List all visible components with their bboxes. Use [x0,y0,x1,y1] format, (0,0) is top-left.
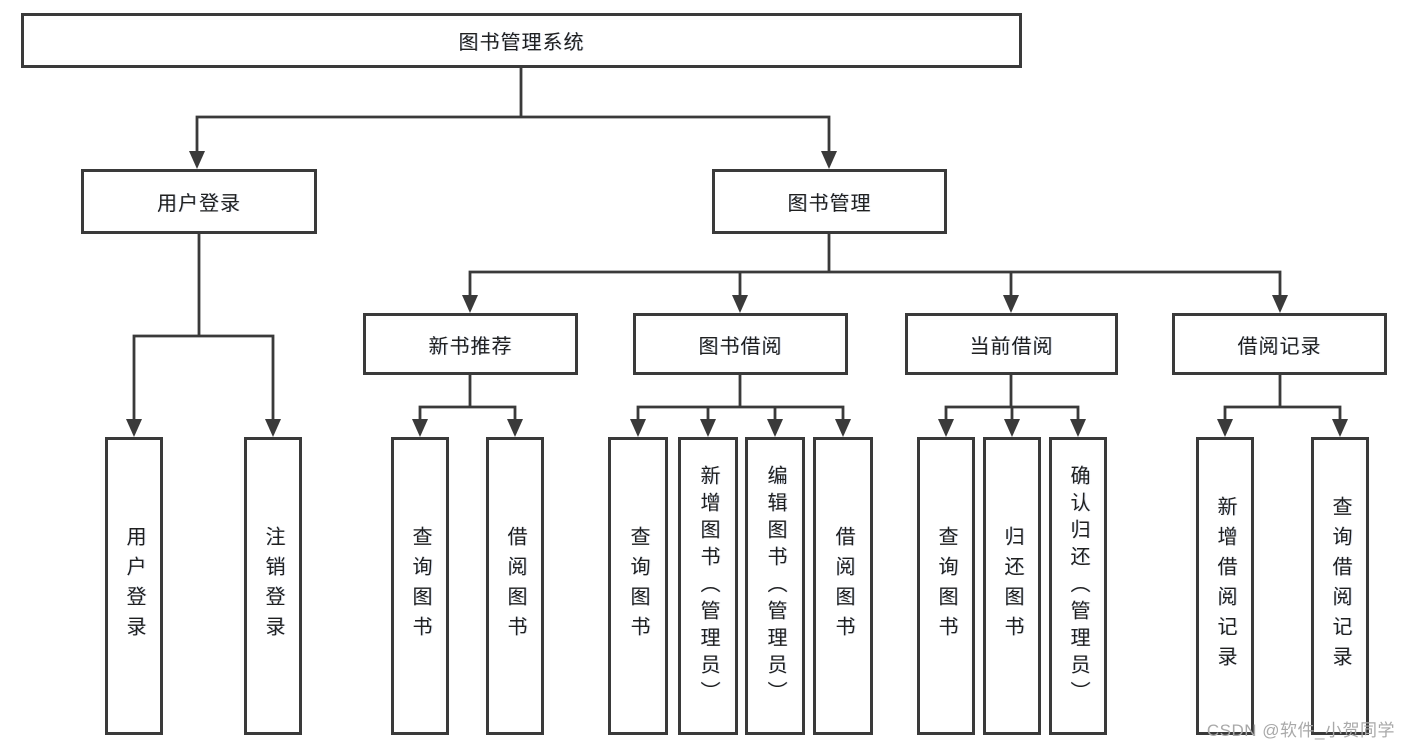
node-leaf-bb-edit-book: 编辑图书（管理员） [745,437,805,735]
node-leaf-user-login: 用户登录 [105,437,163,735]
node-leaf-nb-query-book: 查询图书 [391,437,449,735]
node-leaf-logout-label: 注销登录 [262,526,284,646]
node-leaf-bb-query-book-label: 查询图书 [627,526,649,646]
node-leaf-bb-borrow-book: 借阅图书 [813,437,873,735]
node-borrow-records: 借阅记录 [1172,313,1387,375]
node-leaf-cb-query-book-label: 查询图书 [935,526,957,646]
node-leaf-bb-add-book-label: 新增图书（管理员） [697,464,719,708]
node-user-login-label: 用户登录 [157,193,241,215]
node-leaf-br-query-record: 查询借阅记录 [1311,437,1369,735]
node-leaf-bb-edit-book-label: 编辑图书（管理员） [764,464,786,708]
node-leaf-cb-confirm-return: 确认归还（管理员） [1049,437,1107,735]
node-new-book-recommend: 新书推荐 [363,313,578,375]
node-book-management-label: 图书管理 [787,193,872,215]
node-leaf-br-query-record-label: 查询借阅记录 [1329,496,1351,676]
node-leaf-nb-borrow-book-label: 借阅图书 [504,526,526,646]
node-borrow-records-label: 借阅记录 [1237,335,1322,358]
node-new-book-recommend-label: 新书推荐 [428,335,513,358]
node-leaf-bb-borrow-book-label: 借阅图书 [832,526,854,646]
node-leaf-bb-query-book: 查询图书 [608,437,668,735]
csdn-watermark: CSDN @软件_小贺同学 [1206,721,1395,740]
node-leaf-bb-add-book: 新增图书（管理员） [678,437,738,735]
node-leaf-cb-query-book: 查询图书 [917,437,975,735]
node-user-login: 用户登录 [81,169,317,234]
node-book-management: 图书管理 [712,169,947,234]
node-book-borrowing-label: 图书借阅 [698,335,783,358]
node-leaf-nb-borrow-book: 借阅图书 [486,437,544,735]
node-leaf-cb-confirm-return-label: 确认归还（管理员） [1067,464,1089,708]
node-book-borrowing: 图书借阅 [633,313,848,375]
node-leaf-user-login-label: 用户登录 [123,526,145,646]
node-leaf-cb-return-book: 归还图书 [983,437,1041,735]
node-current-borrowing: 当前借阅 [905,313,1118,375]
node-leaf-br-add-record-label: 新增借阅记录 [1214,496,1236,676]
node-leaf-logout: 注销登录 [244,437,302,735]
node-leaf-nb-query-book-label: 查询图书 [409,526,431,646]
node-current-borrowing-label: 当前借阅 [969,335,1054,358]
node-leaf-br-add-record: 新增借阅记录 [1196,437,1254,735]
node-library-system: 图书管理系统 [21,13,1022,68]
node-leaf-cb-return-book-label: 归还图书 [1001,526,1023,646]
node-library-system-label: 图书管理系统 [458,32,585,54]
